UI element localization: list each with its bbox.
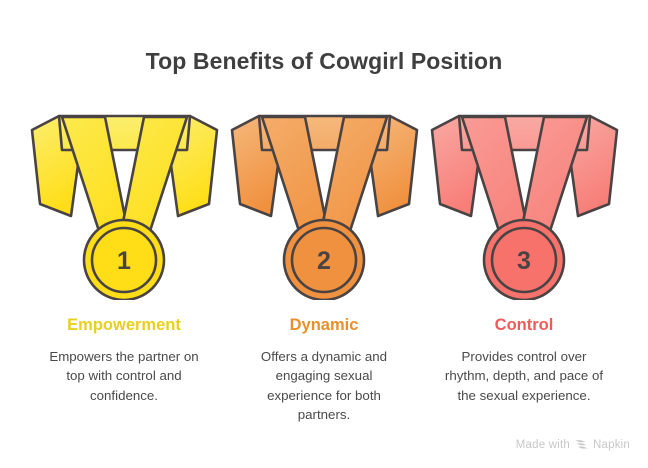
benefit-label-3: Control [494, 316, 554, 334]
benefit-label-1: Empowerment [67, 316, 181, 334]
medal-illustration-2: 2 [230, 114, 419, 300]
watermark-prefix: Made with [515, 439, 570, 451]
medal-rank-number-2: 2 [317, 247, 331, 275]
benefit-column-3: 3 Control Provides control over rhythm, … [424, 104, 624, 405]
medal-illustration-3: 3 [430, 114, 619, 300]
benefit-description-2: Offers a dynamic and engaging sexual exp… [260, 348, 388, 423]
medal-rank-number-1: 1 [117, 247, 131, 275]
medal-disc-inner-3 [490, 226, 558, 294]
medal-disc-inner-1 [90, 226, 158, 294]
benefit-description-3: Provides control over rhythm, depth, and… [444, 348, 604, 403]
watermark-brand: Napkin [593, 439, 630, 451]
benefits-columns: 1 Empowerment Empowers the partner on to… [0, 104, 648, 425]
benefit-column-1: 1 Empowerment Empowers the partner on to… [24, 104, 224, 405]
medal-rank-number-3: 3 [517, 247, 531, 275]
benefit-label-2: Dynamic [289, 316, 359, 334]
page-title: Top Benefits of Cowgirl Position [145, 48, 503, 74]
medal-3: 3 [424, 104, 624, 300]
medal-1: 1 [24, 104, 224, 300]
medal-illustration-1: 1 [30, 114, 219, 300]
medal-2: 2 [224, 104, 424, 300]
benefit-description-1: Empowers the partner on top with control… [49, 348, 199, 403]
medal-disc-inner-2 [290, 226, 358, 294]
napkin-chevron-logo-icon [575, 439, 588, 451]
benefit-column-2: 2 Dynamic Offers a dynamic and engaging … [224, 104, 424, 425]
watermark: Made with Napkin [516, 439, 630, 451]
